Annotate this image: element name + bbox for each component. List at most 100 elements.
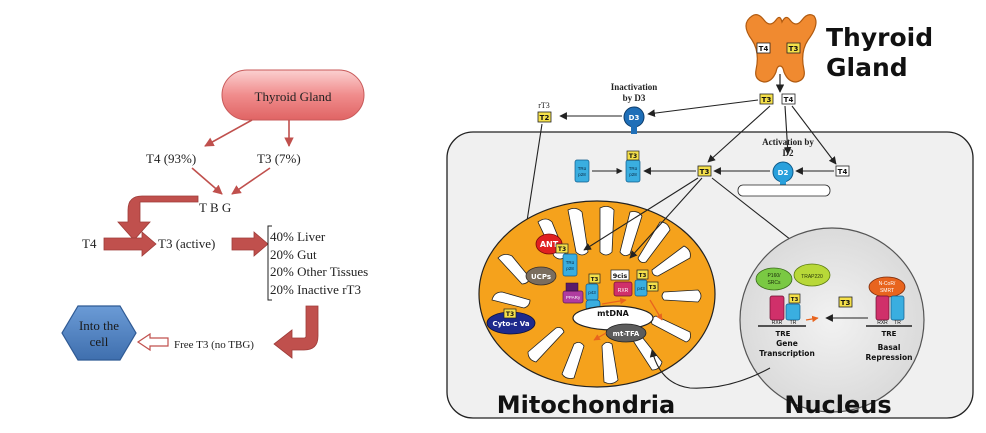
mito-t3b-box: [588, 273, 601, 284]
tra-right-text-1: TRα: [629, 166, 638, 171]
gene-t3-box: [788, 293, 801, 304]
arrow-t3-to-tbg: [231, 167, 271, 195]
free-t3-label: Free T3 (no TBG): [174, 339, 254, 351]
nine-cis-box: [610, 269, 630, 281]
right-diagram: T4 T3 Thyroid Gland T3 T4 Inactivation b…: [446, 14, 974, 419]
thyroid-gland-label: Thyroid Gland: [255, 89, 332, 104]
bent-arrow-tbg-to-t4: [117, 195, 199, 241]
out-t3-box: [759, 93, 774, 105]
gene-t3-text: T3: [791, 297, 799, 303]
rxr-gene: [769, 295, 785, 321]
mtfa-text: mt-TFA: [613, 330, 640, 338]
d2-stalk: [780, 181, 786, 187]
rxr-repress-text: RXR: [877, 320, 888, 326]
mito-tra-text-2: p28: [566, 266, 574, 271]
distribution-inactive-rt3: 20% Inactive rT3: [270, 282, 361, 297]
t4-label: T4: [82, 236, 97, 251]
ncor-text-1: N-CoR/: [879, 281, 896, 287]
distribution-bracket: [267, 225, 272, 301]
tra-p28-right: [625, 159, 641, 183]
tr-repress-text: TR: [894, 320, 901, 326]
activation-label-line1: Activation by: [762, 137, 814, 147]
thyroid-gland-pill: [221, 69, 365, 121]
tr-repress: [890, 295, 905, 321]
tra-left-text-2: p28: [578, 172, 586, 177]
thyroid-gland-shape: [745, 14, 817, 83]
distribution-other-tissues: 20% Other Tissues: [270, 264, 368, 279]
arrow-nucleus-to-mito: [649, 349, 771, 389]
nucleus: P160/ SRCs TRAP220 RXR TR T3 TRE Gene Tr…: [739, 227, 925, 419]
tre-2-text: TRE: [882, 330, 897, 338]
arrow-out-to-cell-t3: [707, 105, 771, 163]
tbg-label: T B G: [199, 200, 231, 215]
gene-transcription-line1: Gene: [776, 339, 798, 348]
nucleus-t3-outside-text: T3: [841, 299, 851, 307]
arrow-t3-to-mito-tra: [583, 177, 699, 251]
tre-1-text: TRE: [776, 330, 791, 338]
p43-right-text: p43: [637, 286, 645, 291]
ant-text: ANT: [540, 240, 559, 249]
tra-right-text-2: p28: [629, 172, 637, 177]
trap220-text: TRAP220: [801, 274, 823, 280]
orange-arrow-1: [601, 297, 627, 305]
mito-cristae: [491, 206, 702, 384]
gland-t3-text: T3: [789, 45, 799, 53]
p43-left-text: p43: [588, 290, 596, 295]
mito-t3b-text: T3: [591, 277, 599, 283]
orange-arrow-gene: [805, 315, 819, 323]
orange-arrow-2: [649, 299, 663, 321]
out-t4-box: [781, 93, 796, 105]
cyto-t3-box: [503, 308, 517, 319]
rt3-label: rT3: [538, 101, 550, 110]
rxr-box: [613, 281, 633, 297]
d3-text: D3: [629, 114, 640, 122]
tr-gene-text: TR: [790, 320, 797, 326]
t2-text: T2: [540, 114, 550, 122]
trap220-protein: [793, 263, 831, 287]
thyroid-title-line2: Gland: [826, 53, 908, 82]
hollow-arrow-to-cell: [136, 332, 169, 352]
distribution-gut: 20% Gut: [270, 247, 317, 262]
cell-t3-text: T3: [700, 168, 710, 176]
mtdna-text: mtDNA: [597, 309, 629, 318]
mito-t3d-box: [646, 281, 659, 292]
ucps-protein: [525, 266, 557, 286]
gland-t3-box: [786, 42, 801, 54]
mito-t3a-text: T3: [558, 246, 566, 253]
orange-arrow-3: [593, 332, 607, 341]
basal-repression-line2: Repression: [865, 353, 912, 362]
mito-t3c-text: T3: [639, 273, 647, 279]
thick-arrow-t3-to-distribution: [231, 231, 269, 257]
d2-membrane: [737, 184, 831, 197]
cyto-t3-text: T3: [506, 311, 514, 318]
activation-label-line2: D2: [783, 148, 794, 158]
mitochondrion: ANT TRα p28 T3 UCPs T3 p43 PPARγ 9cis RX…: [478, 200, 716, 419]
mito-t3c-box: [636, 269, 649, 280]
trb-t3-text: T3: [629, 153, 637, 160]
out-t4-text: T4: [784, 96, 794, 104]
rxr-repress: [875, 295, 890, 321]
into-cell-hexagon: [61, 305, 137, 361]
distribution-liver: 40% Liver: [270, 229, 326, 244]
arrow-t4-to-tbg: [191, 167, 223, 195]
gland-t4-text: T4: [759, 45, 769, 53]
mito-t3d-text: T3: [649, 285, 657, 291]
out-t3-text: T3: [762, 96, 772, 104]
arrow-pill-to-t4: [204, 119, 253, 147]
t3-active-label: T3 (active): [158, 236, 215, 251]
p160-text-1: P160/: [767, 273, 781, 279]
inactivation-label-line2: by D3: [623, 93, 646, 103]
arrow-out-to-d2: [783, 105, 792, 155]
t4-percent-label: T4 (93%): [146, 151, 196, 166]
into-cell-label-line1: Into the: [79, 318, 119, 333]
ucps-text: UCPs: [531, 273, 551, 281]
bent-arrow-to-free-t3: [273, 305, 319, 359]
mito-tra-text-1: TRα: [566, 260, 575, 265]
ppar-small: [565, 282, 579, 292]
arrow-out-to-d3: [647, 99, 759, 117]
mitochondria-title: Mitochondria: [497, 391, 675, 419]
nine-cis-text: 9cis: [613, 272, 628, 280]
mito-t3a-box: [555, 243, 569, 254]
into-cell-label-line2: cell: [90, 334, 109, 349]
